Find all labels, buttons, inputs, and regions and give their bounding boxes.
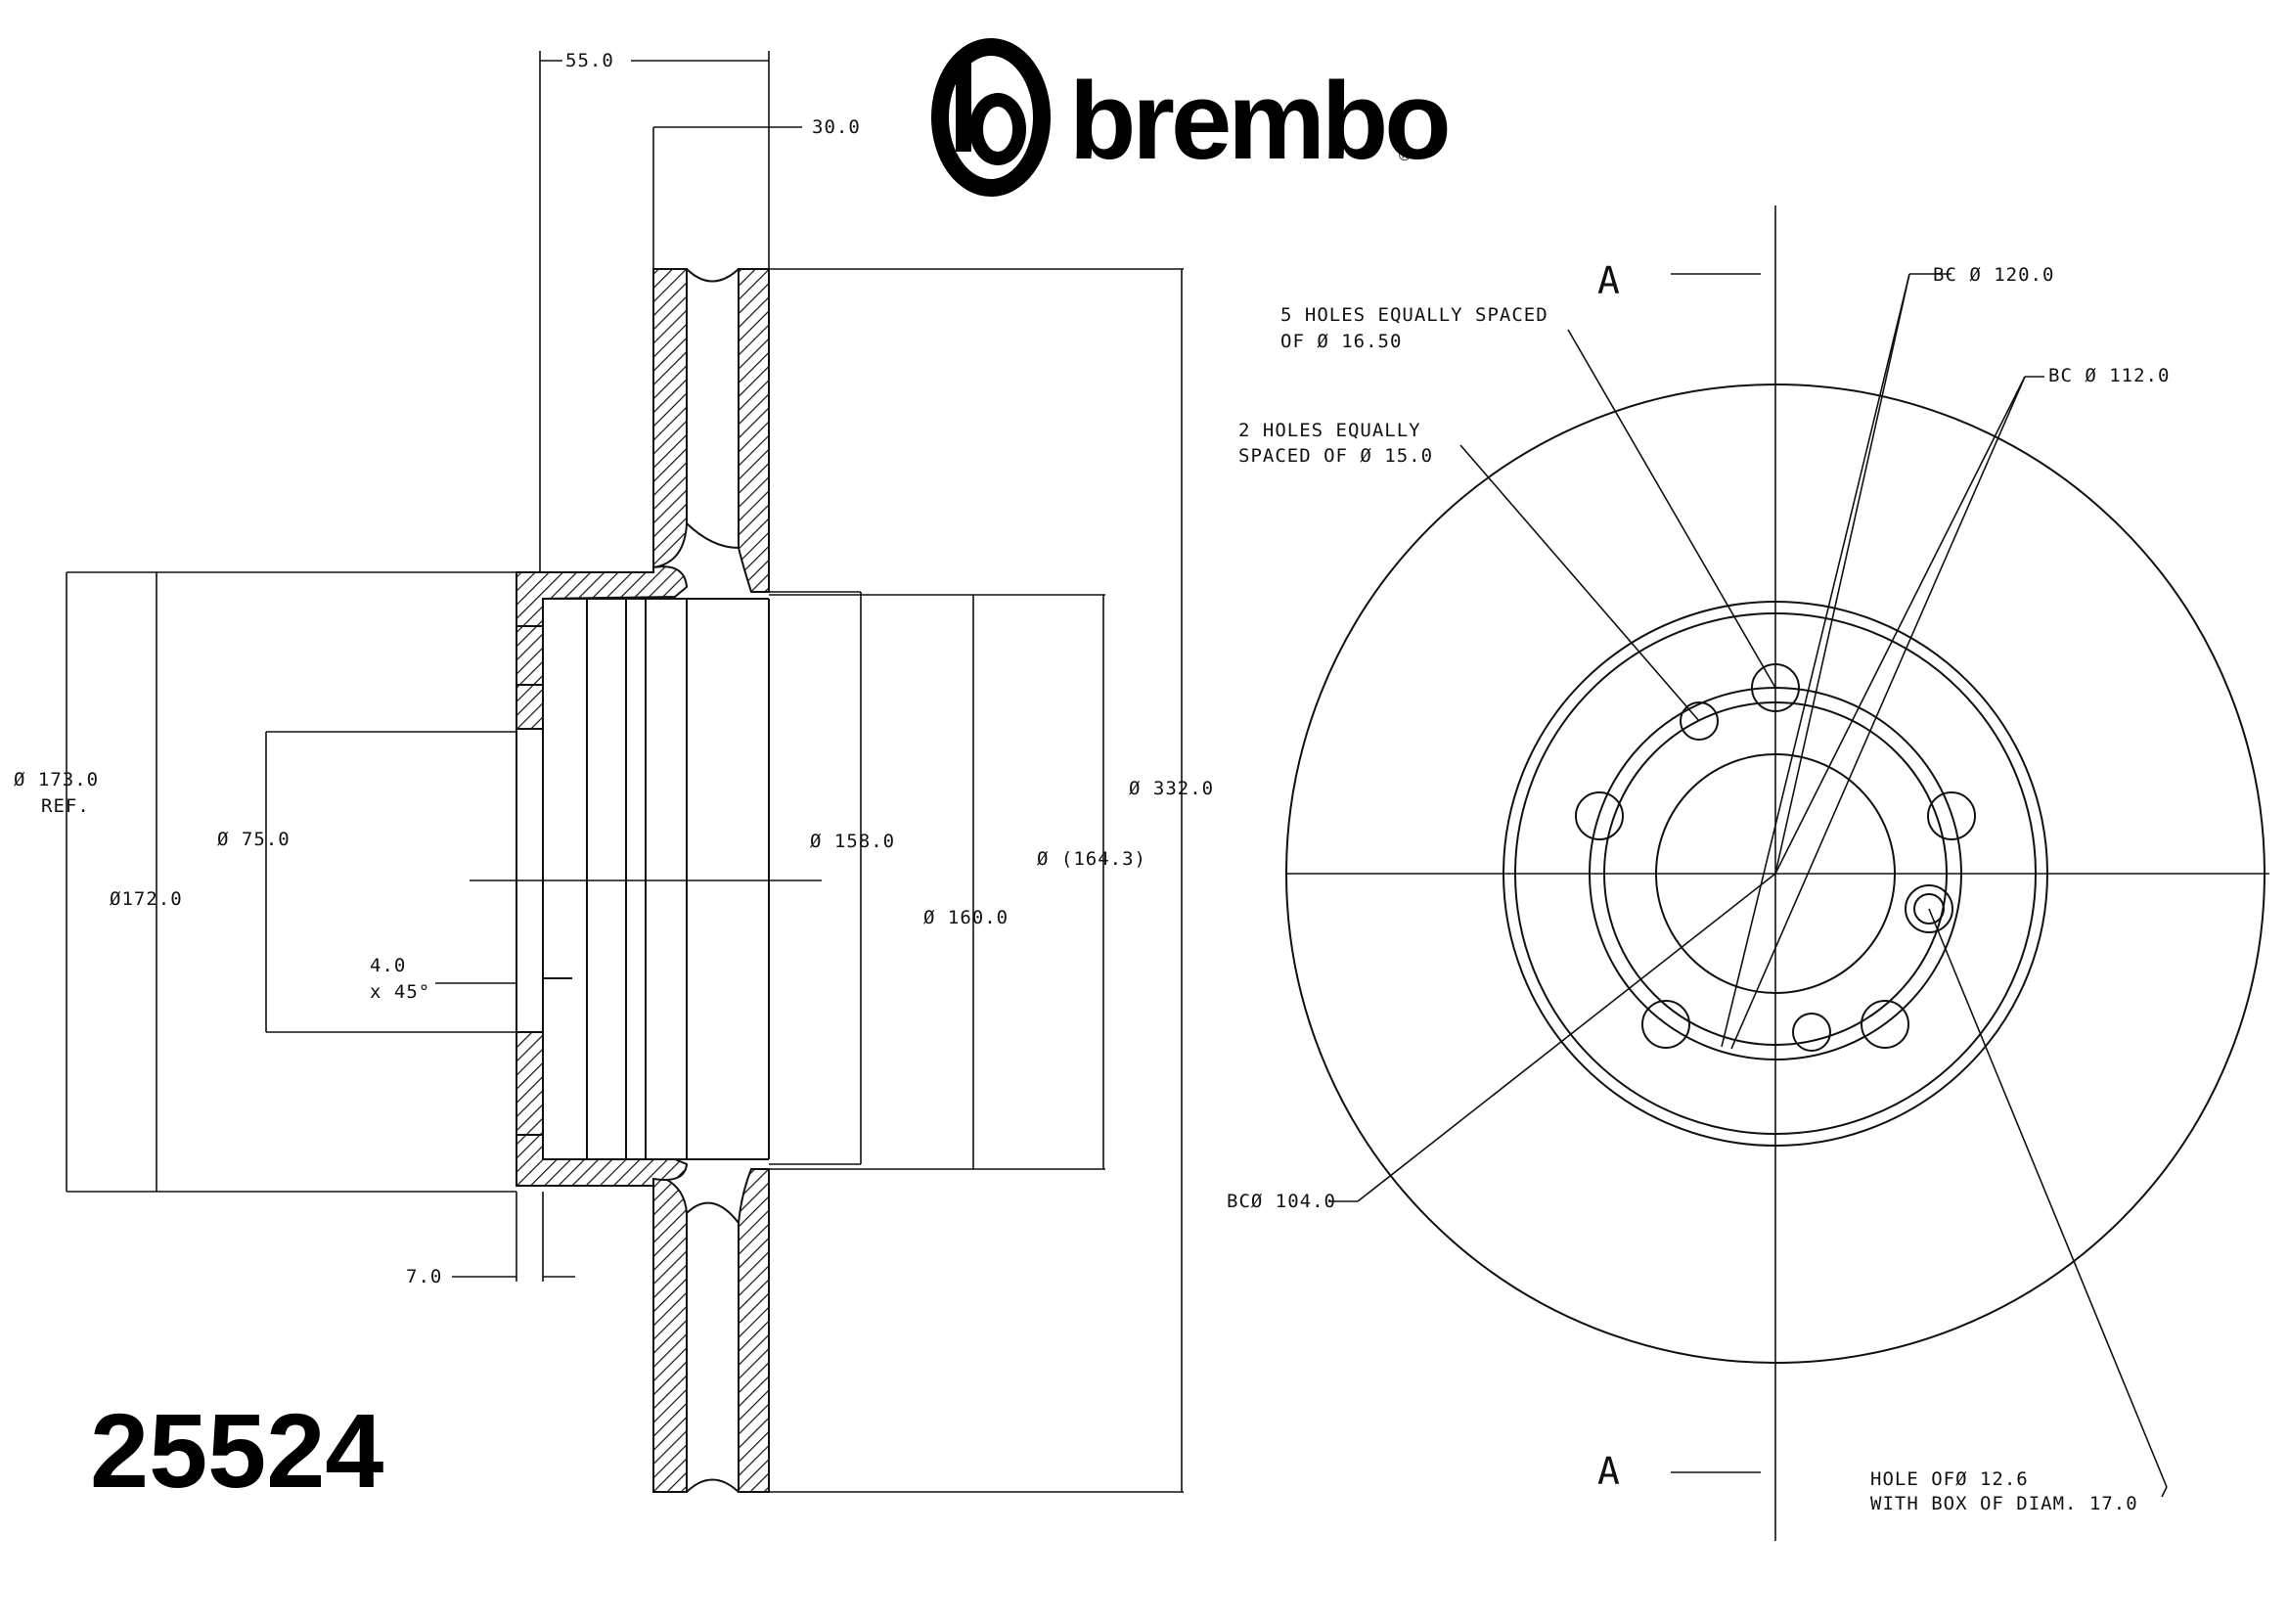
brembo-logo: brembo ®	[931, 38, 1452, 197]
registered-mark: ®	[1399, 148, 1411, 164]
dim-chamfer-size: 4.0	[370, 955, 406, 976]
upper-vane-right	[738, 268, 770, 593]
brembo-logo-mark	[931, 38, 1051, 197]
upper-vane-left	[652, 268, 688, 569]
callout-hole-line1: HOLE OFØ 12.6	[1870, 1468, 2029, 1490]
dim-outer-diameter: Ø 332.0	[1129, 778, 1214, 799]
section-label-top: A	[1597, 259, 1620, 302]
part-number: 25524	[90, 1391, 383, 1510]
locating-holes	[1680, 701, 1831, 1052]
callout-2-holes-line2: SPACED OF Ø 15.0	[1238, 445, 1433, 467]
front-view	[1285, 205, 2269, 1541]
dim-ref-diameter: Ø 173.0	[14, 769, 99, 790]
dim-disc-thickness: 30.0	[812, 116, 861, 138]
dim-overall-width: 55.0	[565, 50, 614, 71]
callout-hole-line2: WITH BOX OF DIAM. 17.0	[1870, 1493, 2138, 1514]
callout-5-holes-line2: OF Ø 16.50	[1280, 331, 1402, 352]
hole-with-box	[1905, 884, 1953, 933]
callout-bc-112: BC Ø 112.0	[2048, 365, 2170, 386]
section-label-bottom: A	[1597, 1450, 1620, 1493]
dim-chamfer-angle: x 45°	[370, 981, 430, 1003]
callout-bc-104: BCØ 104.0	[1227, 1191, 1336, 1212]
callout-bc-120: BC Ø 120.0	[1933, 264, 2054, 286]
side-section-view	[66, 51, 1184, 1493]
dim-hat-diameter: Ø 160.0	[923, 907, 1009, 928]
dim-center-bore: Ø 75.0	[217, 829, 291, 850]
dim-hub-diameter: Ø 158.0	[810, 831, 895, 852]
callout-5-holes-line1: 5 HOLES EQUALLY SPACED	[1280, 304, 1548, 326]
brand-name: brembo	[1069, 60, 1448, 182]
dim-hat-thickness: 7.0	[406, 1266, 442, 1287]
lower-vane-left	[652, 1178, 688, 1493]
hat-lower-wall	[516, 1031, 544, 1136]
callout-2-holes-line1: 2 HOLES EQUALLY	[1238, 420, 1421, 441]
dim-recess-diameter: Ø (164.3)	[1037, 848, 1146, 870]
dim-ref-label: REF.	[41, 795, 90, 817]
lower-vane-right	[738, 1168, 770, 1493]
dim-inner-diameter: Ø172.0	[110, 888, 183, 910]
bolt-holes	[1575, 663, 1976, 1049]
hat-upper-wall	[516, 625, 544, 730]
